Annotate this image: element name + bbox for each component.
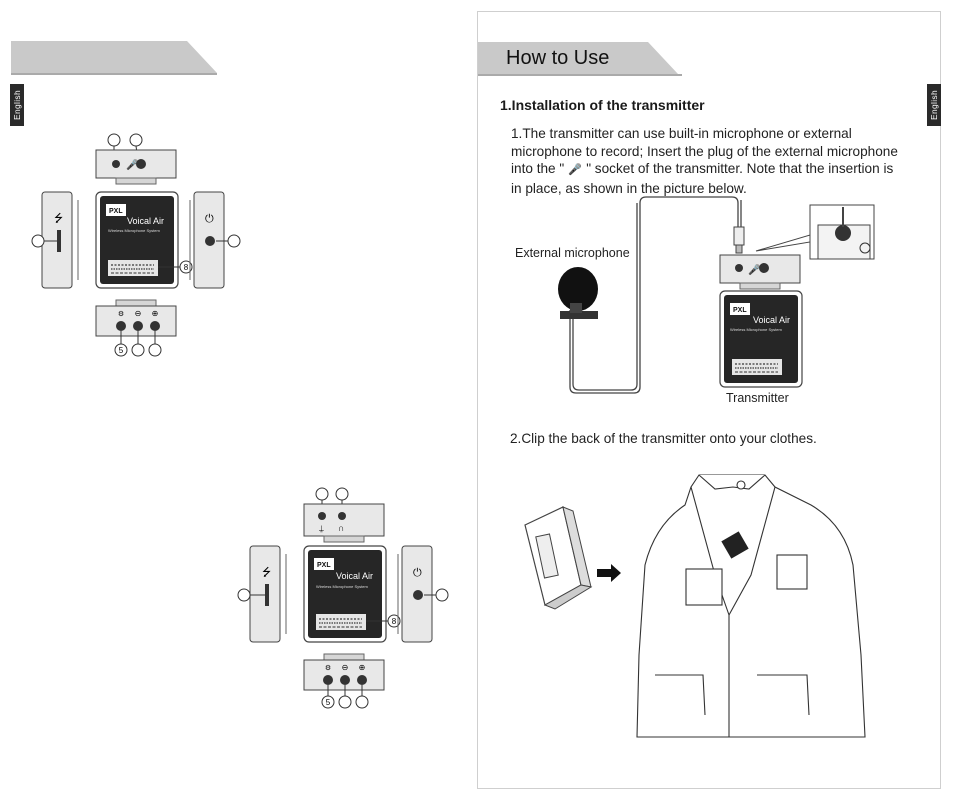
language-tab-text-right: English bbox=[929, 90, 940, 120]
svg-text:8: 8 bbox=[392, 617, 397, 626]
banner-shape-right bbox=[478, 42, 682, 76]
svg-text:⚙: ⚙ bbox=[325, 664, 331, 672]
svg-text:⏻: ⏻ bbox=[413, 567, 422, 579]
svg-text:PXL: PXL bbox=[317, 562, 331, 569]
callout-screen: 8 bbox=[184, 263, 189, 272]
svg-text:Voical Air: Voical Air bbox=[336, 571, 373, 581]
svg-text:⊕: ⊕ bbox=[359, 663, 366, 672]
svg-text:⚙: ⚙ bbox=[118, 310, 124, 318]
jacket-illustration bbox=[636, 474, 866, 738]
svg-text:⊖: ⊖ bbox=[135, 309, 142, 318]
para-line-3b: " socket of the transmitter. Note that t… bbox=[586, 161, 894, 177]
arrow-right-icon bbox=[597, 564, 621, 582]
banner-shape bbox=[11, 41, 217, 75]
svg-text:Wireless Microphone System: Wireless Microphone System bbox=[730, 327, 782, 332]
callout-bottom-1: 5 bbox=[119, 346, 124, 355]
para-line-1: 1.The transmitter can use built-in micro… bbox=[511, 126, 852, 141]
right-banner-title: How to Use bbox=[506, 47, 610, 69]
right-page bbox=[477, 11, 941, 789]
left-section-banner bbox=[11, 41, 217, 75]
clothing-diagram bbox=[524, 474, 866, 738]
device-diagram-transmitter: 🎤 ⭍ Voical Air Wireless Microphone Syste… bbox=[31, 133, 241, 357]
svg-text:Wireless Microphone System: Wireless Microphone System bbox=[316, 584, 368, 589]
right-section-banner: How to Use bbox=[478, 42, 682, 76]
para-line-3: into the "🎤" socket of the transmitter. … bbox=[511, 160, 931, 180]
mic-socket-icon: 🎤 bbox=[568, 164, 583, 177]
installation-diagram: 🎤 Voical Air Wireless Microphone System … bbox=[558, 196, 875, 394]
brand-logo: PXL bbox=[109, 208, 123, 215]
svg-text:∩: ∩ bbox=[338, 523, 344, 533]
transmitter-label: Transmitter bbox=[726, 391, 789, 405]
usb-icon: ⭍ bbox=[54, 212, 63, 225]
section1-paragraph: 1.The transmitter can use built-in micro… bbox=[511, 125, 931, 197]
svg-text:⊖: ⊖ bbox=[342, 663, 349, 672]
product-name: Voical Air bbox=[127, 216, 164, 226]
transmitter-clip-view bbox=[524, 506, 593, 610]
para-line-2: microphone to record; Insert the plug of… bbox=[511, 143, 898, 159]
para-line-3a: into the " bbox=[511, 161, 565, 177]
svg-text:Voical Air: Voical Air bbox=[753, 315, 790, 325]
device-diagram-receiver: ⍊ ∩ ⭍ Voical Air Wireless Microphone Sys… bbox=[237, 487, 449, 709]
svg-text:PXL: PXL bbox=[733, 307, 747, 314]
clipped-transmitter bbox=[721, 531, 749, 559]
svg-text:⍊: ⍊ bbox=[319, 524, 324, 533]
svg-text:🎤: 🎤 bbox=[748, 263, 761, 276]
svg-text:⊕: ⊕ bbox=[152, 309, 159, 318]
power-icon: ⏻ bbox=[205, 213, 214, 225]
section1-heading: 1.Installation of the transmitter bbox=[500, 97, 705, 113]
svg-text:⭍: ⭍ bbox=[262, 566, 271, 579]
external-mic-label: External microphone bbox=[515, 246, 630, 260]
language-tab-right: English bbox=[927, 84, 941, 126]
product-subtitle: Wireless Microphone System bbox=[108, 228, 160, 233]
para-line-4: in place, as shown in the picture below. bbox=[511, 180, 747, 196]
language-tab-left: English bbox=[10, 84, 24, 126]
section2-paragraph: 2.Clip the back of the transmitter onto … bbox=[510, 431, 817, 446]
language-tab-text: English bbox=[12, 90, 23, 120]
mic-icon: 🎤 bbox=[126, 158, 139, 171]
svg-text:5: 5 bbox=[326, 698, 331, 707]
